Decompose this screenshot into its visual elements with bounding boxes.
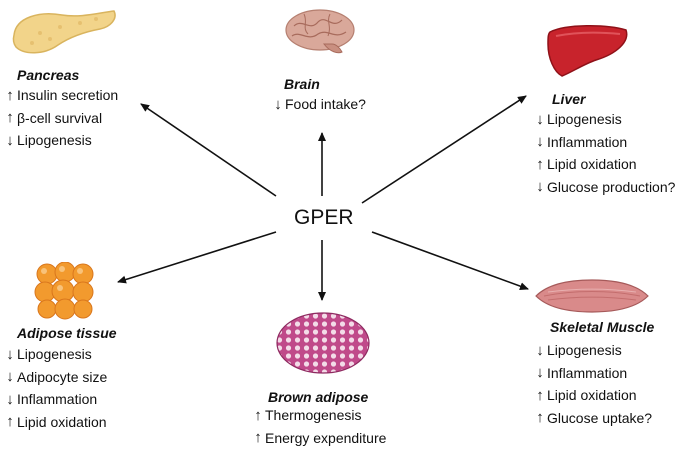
effect-item: ↓Lipogenesis (534, 339, 652, 362)
down-arrow-icon: ↓ (536, 341, 544, 359)
up-arrow-icon: ↑ (6, 109, 14, 127)
effect-text: Energy expenditure (265, 429, 387, 446)
effect-text: Lipid oxidation (547, 156, 637, 172)
brain-icon (285, 9, 355, 54)
effect-text: Lipogenesis (547, 342, 622, 358)
effect-text: Food intake? (285, 96, 366, 112)
arrow-to-adipose (117, 231, 277, 284)
effect-item: ↓Inflammation (534, 362, 652, 385)
effect-item: ↓Lipogenesis (534, 108, 675, 131)
effect-item: ↓Lipogenesis (4, 343, 107, 366)
pancreas-title: Pancreas (17, 67, 80, 83)
effect-text: Lipogenesis (17, 346, 92, 362)
effect-text: Glucose production? (547, 178, 676, 195)
effect-text: β-cell survival (17, 109, 103, 126)
up-arrow-icon: ↑ (6, 413, 14, 431)
effect-text: Inflammation (547, 364, 628, 381)
effect-text: Thermogenesis (265, 407, 362, 423)
adipose-effects: ↓Lipogenesis↓Adipocyte size↓Inflammation… (4, 343, 107, 433)
down-arrow-icon: ↓ (6, 345, 14, 363)
down-arrow-icon: ↓ (536, 110, 544, 128)
effect-item: ↓Food intake? (272, 93, 366, 116)
muscle-title: Skeletal Muscle (550, 319, 655, 335)
effect-item: ↑β-cell survival (4, 107, 118, 130)
effect-item: ↓Glucose production? (534, 176, 675, 199)
liver-effects: ↓Lipogenesis↓Inflammation↑Lipid oxidatio… (534, 108, 675, 198)
up-arrow-icon: ↑ (536, 155, 544, 173)
effect-text: Lipid oxidation (547, 387, 637, 403)
liver-icon (547, 24, 628, 77)
effect-item: ↑Lipid oxidation (534, 153, 675, 176)
muscle-effects: ↓Lipogenesis↓Inflammation↑Lipid oxidatio… (534, 339, 652, 429)
up-arrow-icon: ↑ (536, 386, 544, 404)
arrow-to-liver (361, 95, 527, 204)
down-arrow-icon: ↓ (6, 368, 14, 386)
effect-text: Inflammation (547, 133, 628, 150)
up-arrow-icon: ↑ (254, 406, 262, 424)
effect-text: Glucose uptake? (547, 409, 653, 426)
brown-adipose-effects: ↑Thermogenesis↑Energy expenditure (252, 404, 386, 449)
arrow-to-muscle (371, 231, 529, 291)
down-arrow-icon: ↓ (536, 133, 544, 151)
up-arrow-icon: ↑ (254, 429, 262, 447)
brain-effects: ↓Food intake? (272, 93, 366, 116)
effect-item: ↓Inflammation (4, 388, 107, 411)
effect-text: Lipogenesis (547, 111, 622, 127)
effect-item: ↑Thermogenesis (252, 404, 386, 427)
effect-text: Lipogenesis (17, 132, 92, 148)
effect-item: ↑Insulin secretion (4, 84, 118, 107)
down-arrow-icon: ↓ (6, 390, 14, 408)
brown-adipose-title: Brown adipose (268, 389, 369, 405)
up-arrow-icon: ↑ (6, 86, 14, 104)
effect-text: Inflammation (17, 391, 98, 407)
brown-adipose-icon (276, 312, 370, 374)
effect-item: ↑Glucose uptake? (534, 407, 652, 430)
down-arrow-icon: ↓ (274, 95, 282, 113)
pancreas-effects: ↑Insulin secretion↑β-cell survival↓Lipog… (4, 84, 118, 152)
effect-item: ↓Lipogenesis (4, 129, 118, 152)
up-arrow-icon: ↑ (536, 409, 544, 427)
adipose-title: Adipose tissue (17, 325, 117, 341)
down-arrow-icon: ↓ (536, 364, 544, 382)
gper-hub-label: GPER (294, 206, 354, 229)
effect-item: ↓Adipocyte size (4, 366, 107, 389)
down-arrow-icon: ↓ (536, 178, 544, 196)
arrow-to-pancreas (140, 103, 277, 197)
down-arrow-icon: ↓ (6, 131, 14, 149)
effect-item: ↑Lipid oxidation (534, 384, 652, 407)
effect-text: Adipocyte size (17, 368, 108, 385)
liver-title: Liver (552, 91, 586, 107)
effect-item: ↓Inflammation (534, 131, 675, 154)
brain-title: Brain (284, 76, 320, 92)
effect-item: ↑Lipid oxidation (4, 411, 107, 434)
pancreas-icon (12, 10, 116, 54)
skeletal-muscle-icon (535, 279, 649, 313)
effect-item: ↑Energy expenditure (252, 427, 386, 450)
adipose-tissue-icon (34, 262, 94, 320)
effect-text: Insulin secretion (17, 87, 119, 103)
effect-text: Lipid oxidation (17, 413, 107, 430)
